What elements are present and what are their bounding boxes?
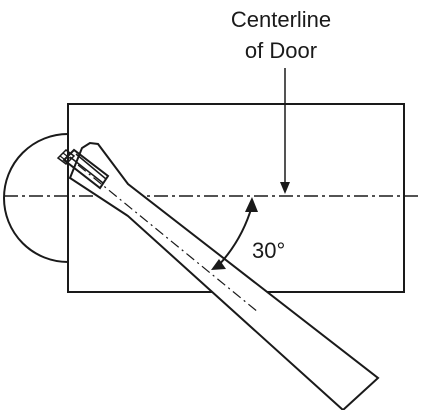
pivot-knob <box>56 148 110 190</box>
centerline-label-line2: of Door <box>245 38 317 63</box>
arm-body <box>68 141 380 410</box>
angle-arrow-top <box>245 197 258 212</box>
centerline-label-line1: Centerline <box>231 7 331 32</box>
angle-arrow-bottom <box>211 259 226 270</box>
arm-assembly <box>56 141 380 410</box>
angle-label: 30° <box>252 238 285 263</box>
leader-arrowhead <box>280 182 290 194</box>
centerline-leader <box>280 68 290 194</box>
angle-indicator <box>211 197 258 270</box>
swing-arc <box>3 133 69 263</box>
